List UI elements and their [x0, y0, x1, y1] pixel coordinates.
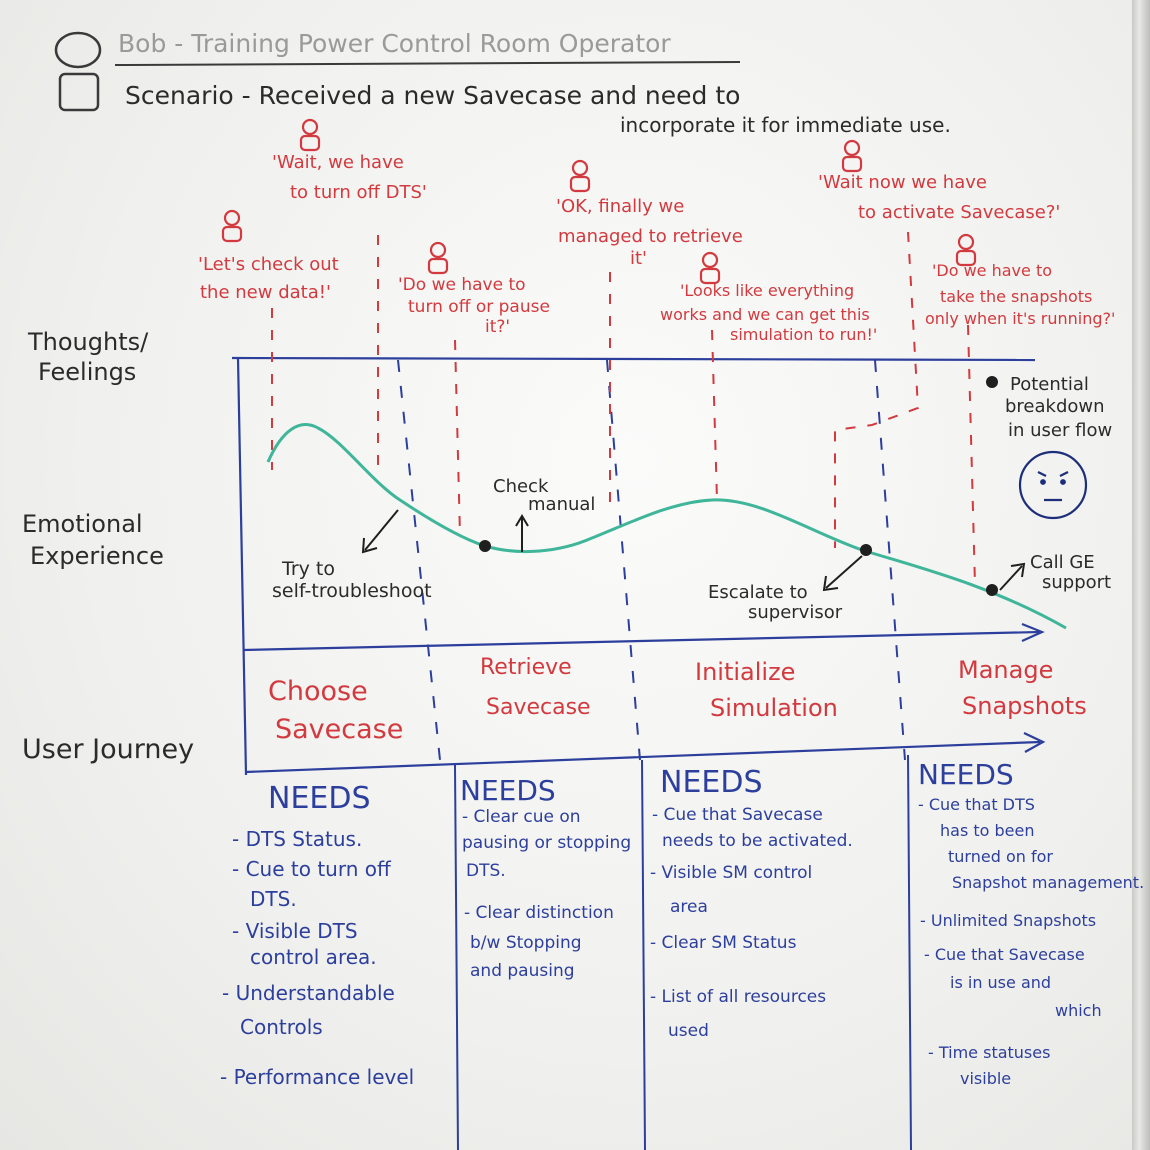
persona-mini-icon: [427, 241, 449, 275]
needs-heading: NEEDS: [660, 765, 763, 800]
annotation-call-support: Call GE support: [1030, 552, 1111, 593]
needs-heading: NEEDS: [918, 758, 1014, 791]
thought-7: 'Do we have to take the snapshots only w…: [925, 261, 1115, 328]
title-underline: [114, 61, 741, 66]
scenario-line-1: Scenario - Received a new Savecase and n…: [125, 81, 740, 110]
annotation-escalate: Escalate to supervisor: [708, 582, 843, 623]
journey-label: User Journey: [22, 734, 194, 765]
annotation-check-manual: Check manual: [493, 476, 595, 515]
needs-column-4: NEEDS - Cue that DTS has to been turned …: [918, 758, 1149, 1088]
stage-choose-savecase: Choose Savecase: [268, 676, 403, 745]
sad-face-icon: [1018, 450, 1088, 520]
stage-retrieve-savecase: Retrieve Savecase: [480, 655, 591, 720]
stage-initialize-simulation: Initialize Simulation: [695, 658, 838, 722]
needs-column-3: NEEDS - Cue that Savecase needs to be ac…: [650, 765, 858, 1041]
thought-leaders: [271, 231, 976, 586]
thoughts-label: Thoughts/ Feelings: [27, 328, 156, 386]
thought-6: 'Wait now we have to activate Savecase?': [818, 172, 1060, 223]
thought-5: 'Looks like everything works and we can …: [660, 281, 877, 344]
persona-mini-icon: [699, 251, 721, 285]
legend-dot: [986, 376, 998, 388]
whiteboard-frame: [1132, 0, 1150, 1150]
thought-3: 'Do we have to turn off or pause it?': [398, 275, 555, 337]
stage-dividers: [397, 359, 912, 1150]
stage-manage-snapshots: Manage Snapshots: [958, 656, 1087, 720]
persona-icon: [54, 31, 102, 112]
grid-lines: [231, 356, 1046, 776]
emotional-label: Emotional Experience: [22, 510, 164, 570]
needs-column-1: NEEDS - DTS Status. - Cue to turn off DT…: [220, 781, 414, 1089]
needs-list: - DTS Status. - Cue to turn off DTS. - V…: [220, 827, 414, 1089]
thought-4: 'OK, finally we managed to retrieve it': [556, 196, 749, 269]
legend-text: Potential breakdown in user flow: [1005, 374, 1112, 441]
thought-1: 'Let's check out the new data!': [198, 254, 344, 303]
annotation-troubleshoot: Try to self-troubleshoot: [272, 558, 432, 602]
needs-list: - Clear cue on pausing or stopping DTS. …: [462, 807, 637, 981]
persona-mini-icon: [569, 159, 591, 193]
persona-mini-icon: [221, 209, 243, 243]
needs-heading: NEEDS: [268, 781, 371, 816]
needs-list: - Cue that Savecase needs to be activate…: [650, 805, 858, 1041]
needs-list: - Cue that DTS has to been turned on for…: [918, 795, 1149, 1088]
thought-2: 'Wait, we have to turn off DTS': [272, 152, 427, 203]
scenario-line-2: incorporate it for immediate use.: [620, 113, 951, 137]
breakdown-markers: [479, 376, 998, 596]
needs-heading: NEEDS: [460, 774, 556, 807]
persona-mini-icon: [955, 233, 977, 267]
title: Bob - Training Power Control Room Operat…: [118, 29, 671, 58]
needs-column-2: NEEDS - Clear cue on pausing or stopping…: [460, 774, 637, 981]
persona-mini-icon: [299, 118, 321, 152]
annotation-arrows: [361, 509, 1026, 592]
persona-mini-icons: [221, 118, 977, 285]
persona-mini-icon: [841, 139, 863, 173]
